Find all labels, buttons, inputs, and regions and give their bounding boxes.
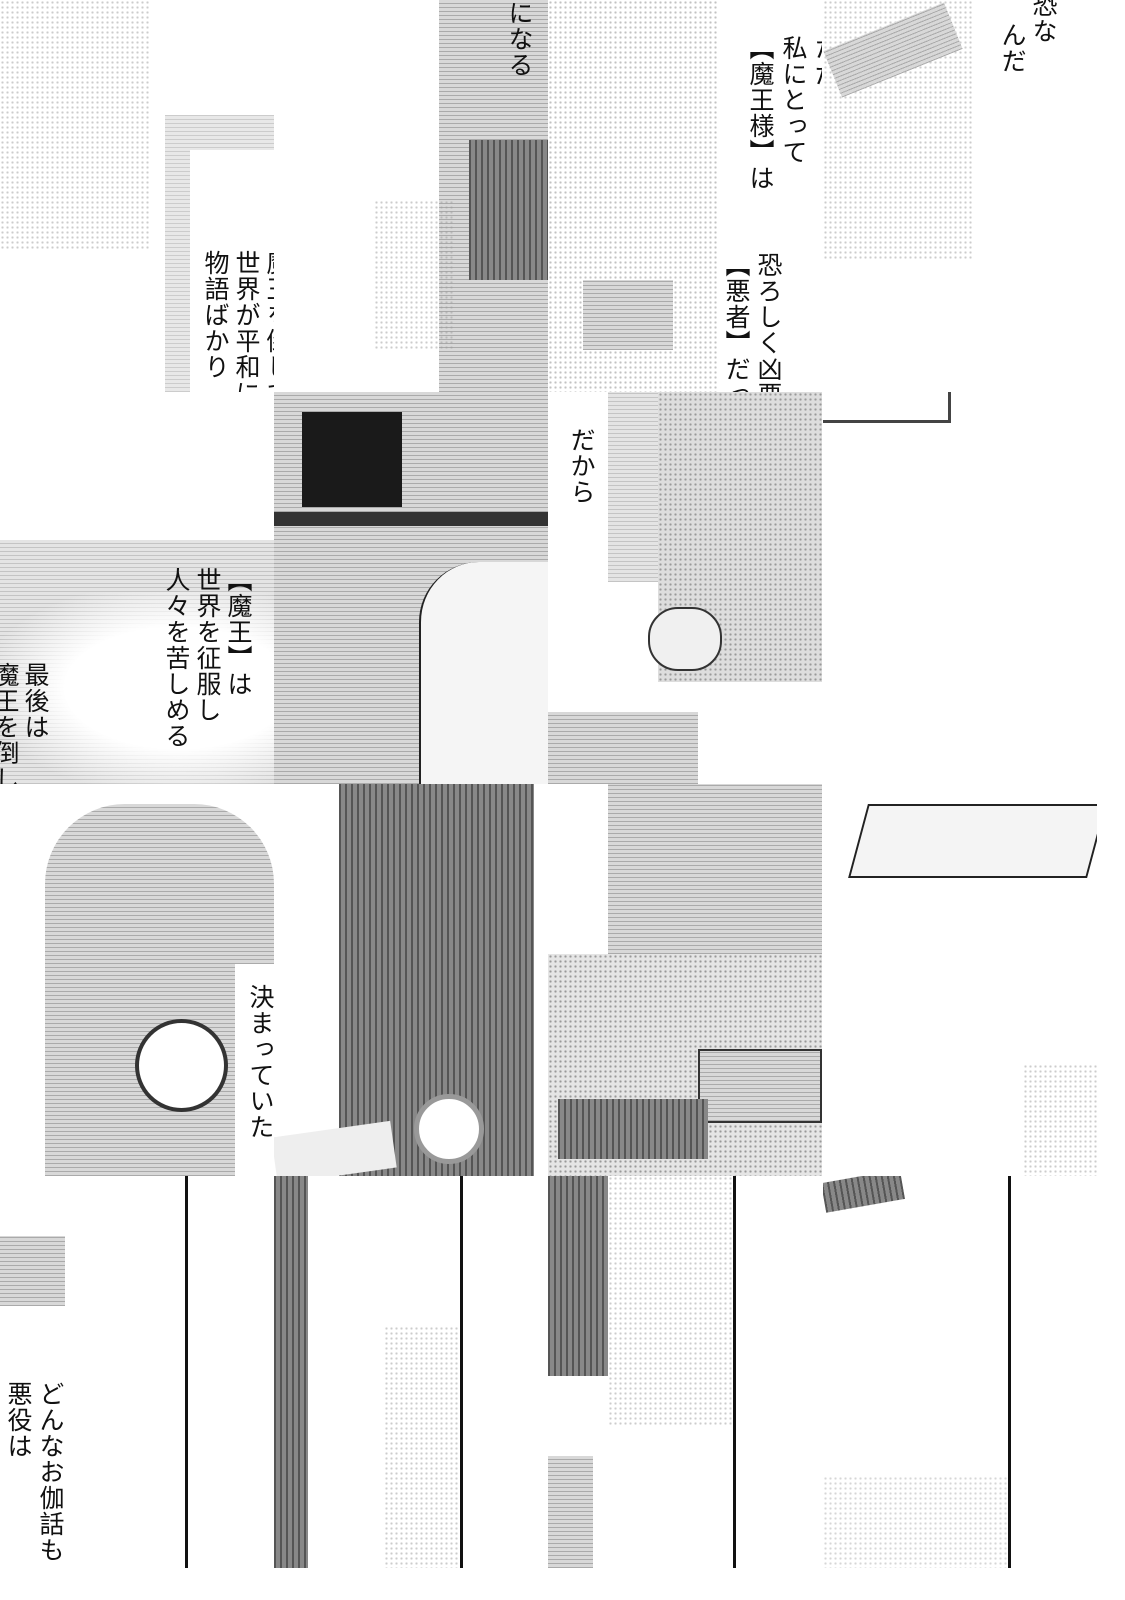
narration-text: 最後は <box>21 662 50 740</box>
narration-text: 【魔王】は <box>224 567 253 697</box>
panel-tile-r2c3 <box>823 784 1097 1176</box>
narration-text: 【悪者】だった <box>722 252 751 392</box>
panel-tile-r3c2 <box>548 1176 822 1568</box>
book-stack-art <box>558 1099 708 1159</box>
panel-border <box>185 1176 188 1568</box>
panel-tile-r1c1 <box>274 392 548 784</box>
panel-tile-r0c3: 恐な んだ <box>823 0 1097 392</box>
book-art <box>823 1176 905 1213</box>
panel-border <box>460 1176 463 1568</box>
book-stack-art <box>698 1049 822 1123</box>
narration-text: 魔王を倒して <box>263 250 274 392</box>
panel-tile-r1c0: 【魔王】は 世界を征服し 人々を苦しめる 最後は 魔王を倒して <box>0 392 274 784</box>
girl-hair-art <box>419 562 548 784</box>
open-book-art <box>274 1120 397 1176</box>
narration-text: どんなお伽話も <box>36 1381 65 1563</box>
books-art <box>469 140 548 280</box>
panel-border <box>1008 1176 1011 1568</box>
panel-tile-r2c2 <box>548 784 822 1176</box>
column-art <box>548 1176 608 1376</box>
narration-text: 世界を征服し <box>193 567 222 723</box>
narration-text: になる <box>505 0 534 78</box>
screentone-art <box>0 0 150 250</box>
panel-tile-r3c3 <box>823 1176 1097 1568</box>
narration-text: 恐な <box>1029 0 1058 44</box>
narration-text: 【魔王様】は <box>746 35 775 191</box>
narration-text: 恐ろしく凶悪 <box>754 252 783 392</box>
open-book-art <box>848 804 1097 878</box>
clock-face-icon <box>135 1019 228 1112</box>
narration-text: 私にとって <box>779 35 808 165</box>
panel-border <box>733 1176 736 1568</box>
narration-text: んだ <box>998 22 1027 74</box>
panel-tile-r0c0: 魔王を倒して 世界が平和に 物語ばかり <box>0 0 274 392</box>
panel-tile-r0c2: ただ 私にとって 【魔王様】は 恐ろしく凶悪 【悪者】だった <box>548 0 822 392</box>
pendulum-window-art <box>414 1094 484 1164</box>
open-book-art <box>548 712 698 784</box>
panel-tile-r2c1 <box>274 784 548 1176</box>
narration-text: 悪役は <box>4 1381 33 1459</box>
panel-tile-r3c0: どんなお伽話も 悪役は <box>0 1176 274 1568</box>
shoes-art <box>648 607 722 671</box>
narration-text: 物語ばかり <box>201 250 230 380</box>
panel-tile-r3c1 <box>274 1176 548 1568</box>
narration-text: 決まっていた <box>246 984 274 1140</box>
panel-tile-r1c3 <box>823 392 1097 784</box>
narration-text: 世界が平和に <box>232 250 261 392</box>
panel-tile-r1c2: だから <box>548 392 822 784</box>
narration-text: だから <box>567 427 596 505</box>
panel-tile-r0c1: になる <box>274 0 548 392</box>
narration-text: 人々を苦しめる <box>162 567 191 749</box>
book-stack-art <box>583 280 673 350</box>
narration-text: 魔王を倒して <box>0 662 20 784</box>
panel-tile-r2c0: 決まっていた <box>0 784 274 1176</box>
narration-text: ただ <box>811 35 822 87</box>
